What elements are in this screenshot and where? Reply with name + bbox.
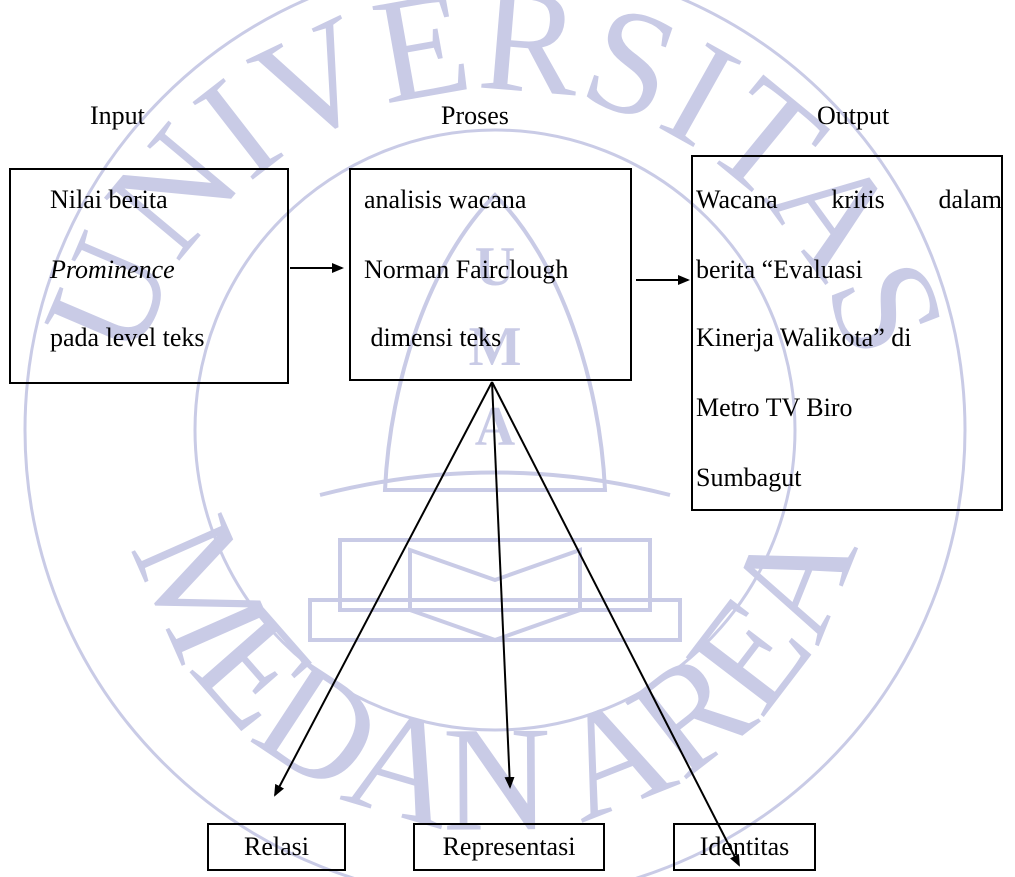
- output-word-wacana: Wacana: [696, 185, 778, 214]
- output-line-kinerja-walikota: Kinerja Walikota” di: [696, 323, 912, 352]
- arrow-to-representasi: [491, 381, 515, 789]
- output-box: [691, 155, 1003, 511]
- arrow-to-identitas: [491, 381, 740, 867]
- output-word-kritis: kritis: [831, 185, 885, 214]
- process-line-dimensi-teks: dimensi teks: [364, 323, 502, 352]
- representasi-box: Representasi: [413, 823, 605, 871]
- process-box: [349, 168, 632, 381]
- identitas-box: Identitas: [673, 823, 816, 871]
- monogram-letter-u: U: [475, 236, 515, 298]
- arrow-to-relasi: [274, 381, 493, 797]
- output-line-metro-tv-biro: Metro TV Biro: [696, 393, 853, 422]
- output-line-sumbagut: Sumbagut: [696, 463, 802, 492]
- heading-output: Output: [817, 101, 890, 130]
- process-line-norman-fairclough: Norman Fairclough: [364, 255, 569, 284]
- output-line-wacana-kritis-dalam: Wacana kritis dalam: [696, 185, 1002, 215]
- relasi-box: Relasi: [207, 823, 346, 871]
- monogram-letter-m: M: [469, 316, 522, 378]
- output-line-berita-evaluasi: berita “Evaluasi: [696, 255, 863, 284]
- input-line-nilai-berita: Nilai berita: [50, 185, 168, 214]
- heading-input: Input: [90, 101, 145, 130]
- input-line-prominence: Prominence: [50, 255, 175, 284]
- process-line-analisis-wacana: analisis wacana: [364, 185, 527, 214]
- input-line-pada-level-teks: pada level teks: [50, 323, 205, 352]
- input-box: [9, 168, 289, 384]
- heading-proses: Proses: [441, 101, 509, 130]
- output-word-dalam: dalam: [938, 185, 1002, 214]
